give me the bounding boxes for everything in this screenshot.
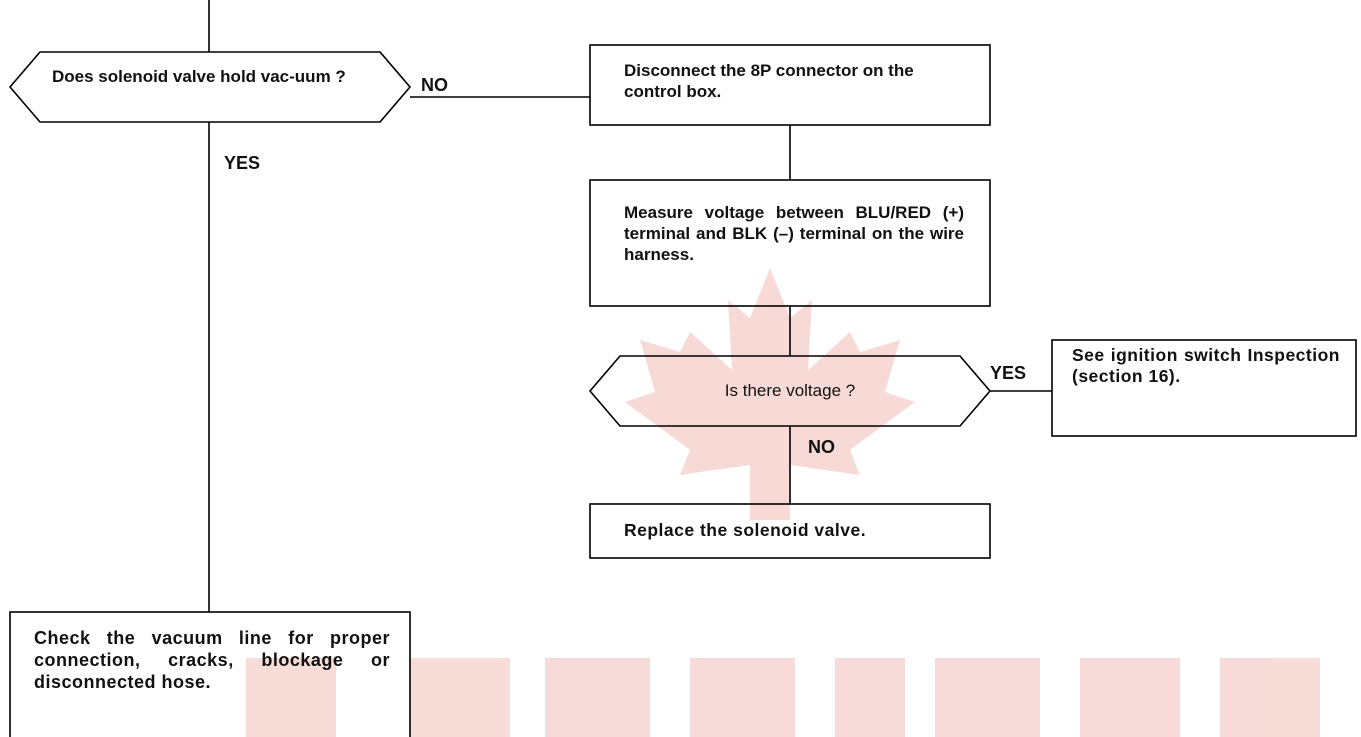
- decision-vacuum-text: Does solenoid valve hold vac-uum ?: [52, 67, 346, 86]
- label-voltage-no: NO: [808, 437, 835, 457]
- decision-voltage-text: Is there voltage ?: [724, 381, 856, 400]
- label-vacuum-no: NO: [421, 75, 448, 95]
- watermark-letters: [246, 658, 1320, 737]
- step-replace-text: Replace the solenoid valve.: [624, 520, 867, 540]
- step-ignition-text: See ignition switch Inspection (section …: [1072, 345, 1340, 386]
- maple-leaf-icon: [625, 268, 915, 520]
- step-check-line-text: Check the vacuum line for proper connect…: [34, 628, 390, 692]
- label-voltage-yes: YES: [990, 363, 1027, 383]
- step-disconnect-text: Disconnect the 8P connector on the contr…: [624, 61, 914, 101]
- label-vacuum-yes: YES: [224, 153, 261, 173]
- step-replace-shape: [589, 503, 991, 559]
- step-measure-text: Measure voltage between BLU/RED (+) term…: [624, 203, 964, 264]
- step-check-line-shape: [9, 611, 411, 737]
- decision-vacuum-shape: [8, 51, 412, 123]
- step-ignition-shape: [1051, 339, 1357, 437]
- decision-voltage-shape: [588, 355, 992, 427]
